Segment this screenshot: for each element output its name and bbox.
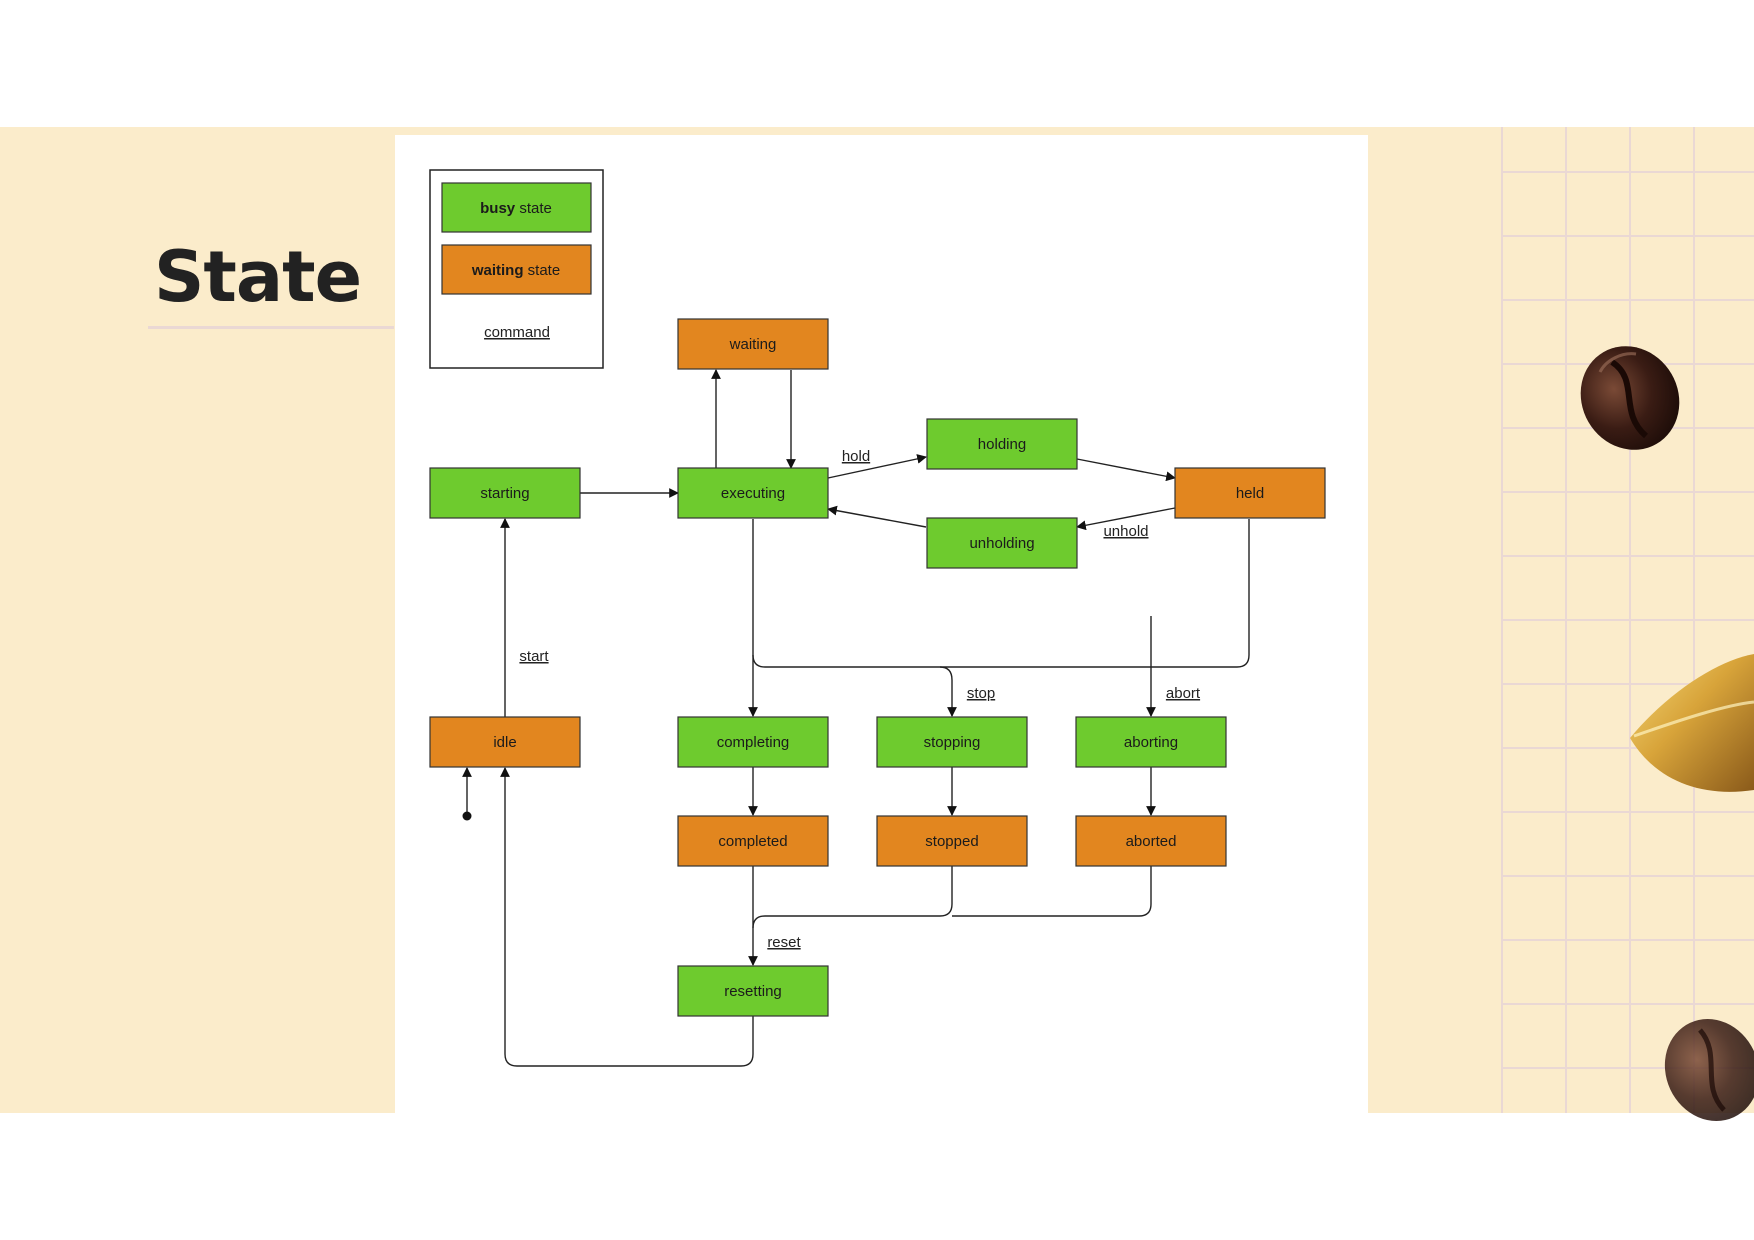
legend-waiting-swatch (441, 244, 592, 295)
state-stopped-label: stopped (925, 833, 978, 850)
coffee-bean-bottom-icon (1664, 1019, 1754, 1121)
legend-command-label: command (484, 324, 550, 341)
edge-executing-holding (827, 454, 927, 479)
nodes: waiting starting executing holding held … (429, 318, 1326, 1017)
command-abort: abort (1166, 685, 1201, 702)
state-aborting-label: aborting (1124, 734, 1178, 751)
state-idle (429, 716, 581, 768)
title-underline (148, 326, 394, 329)
command-start: start (519, 648, 549, 665)
state-resetting (677, 965, 829, 1017)
state-executing (677, 467, 829, 519)
state-stopping-label: stopping (924, 734, 981, 751)
state-completed (677, 815, 829, 867)
grid-pattern (1501, 127, 1754, 1113)
state-starting-label: starting (480, 485, 529, 502)
state-held (1174, 467, 1326, 519)
state-idle-label: idle (493, 734, 516, 751)
state-completing (677, 716, 829, 768)
state-aborted (1075, 815, 1227, 867)
state-starting (429, 467, 581, 519)
state-held-label: held (1236, 485, 1264, 502)
state-aborting (1075, 716, 1227, 768)
coffee-cup-icon (1630, 654, 1754, 792)
edge-stop-stopping (939, 666, 957, 717)
state-holding (926, 418, 1078, 470)
initial-state-dot (462, 811, 472, 821)
state-unholding-label: unholding (969, 535, 1034, 552)
edge-holding-held (1076, 458, 1176, 482)
state-waiting (677, 318, 829, 370)
state-waiting-label: waiting (729, 336, 777, 353)
edge-held-bus (752, 519, 1250, 668)
edges (462, 369, 1250, 1067)
edge-aborted-bus (952, 866, 1152, 917)
coffee-bean-icon (1580, 346, 1680, 450)
command-reset: reset (767, 934, 801, 951)
legend-busy-label: busy state (480, 200, 552, 217)
edge-stopped-bus (752, 866, 953, 929)
legend-busy-swatch (441, 182, 592, 233)
legend-waiting-label: waiting state (471, 262, 560, 279)
edge-resetting-idle (500, 767, 754, 1067)
command-labels: hold unhold start stop abort reset (519, 448, 1201, 951)
command-stop: stop (967, 685, 995, 702)
edge-unholding-executing (827, 505, 927, 528)
state-stopping (876, 716, 1028, 768)
state-resetting-label: resetting (724, 983, 782, 1000)
state-completed-label: completed (718, 833, 787, 850)
state-unholding (926, 517, 1078, 569)
legend: busy state waiting state command (429, 169, 604, 369)
state-executing-label: executing (721, 485, 785, 502)
state-holding-label: holding (978, 436, 1026, 453)
state-completing-label: completing (717, 734, 790, 751)
slide-title: State (154, 236, 362, 318)
command-unhold: unhold (1103, 523, 1148, 540)
state-stopped (876, 815, 1028, 867)
command-hold: hold (842, 448, 870, 465)
state-aborted-label: aborted (1126, 833, 1177, 850)
edge-held-unholding (1076, 507, 1176, 531)
